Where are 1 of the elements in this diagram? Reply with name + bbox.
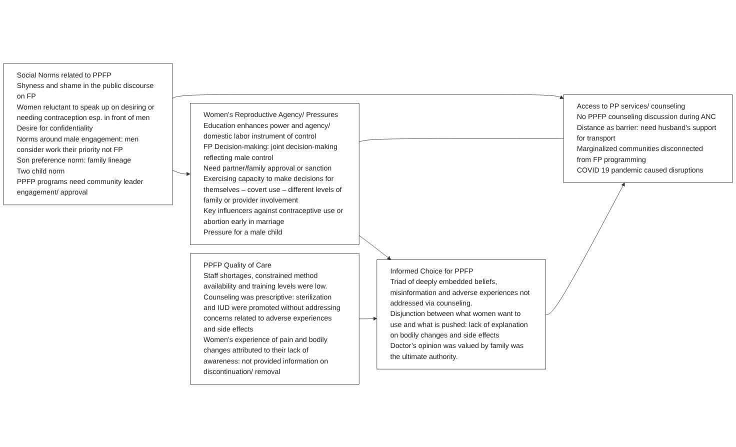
- connector: [358, 138, 564, 142]
